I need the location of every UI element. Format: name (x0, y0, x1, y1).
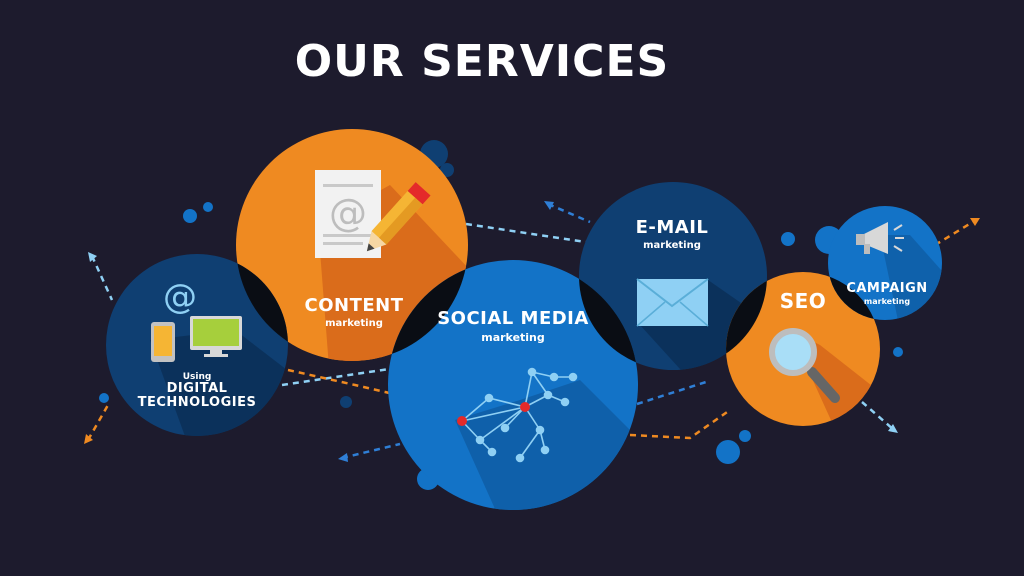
dot (183, 209, 197, 223)
document-pencil-icon: @ (315, 170, 431, 258)
campaign-label: CAMPAIGN marketing (841, 281, 933, 306)
seo-title: SEO (779, 289, 827, 313)
digital-label: Using DIGITAL TECHNOLOGIES (137, 372, 257, 410)
dot (203, 202, 213, 212)
connector-line (934, 218, 977, 247)
connector-line (465, 222, 593, 245)
campaign-title: CAMPAIGN (846, 281, 928, 296)
digital-line2: DIGITAL (166, 381, 228, 396)
campaign-subtitle: marketing (863, 297, 911, 306)
content-label: CONTENT marketing (292, 295, 416, 329)
at-devices-icon: @ (151, 277, 242, 362)
connector-line (90, 255, 114, 301)
arrow-head-icon (338, 453, 348, 462)
arrow-head-icon (970, 218, 980, 226)
email-title: E-MAIL (635, 217, 709, 238)
svg-text:@: @ (163, 277, 197, 317)
dot (893, 347, 903, 357)
connector-line (341, 442, 401, 460)
email-label: E-MAIL marketing (622, 217, 722, 251)
seo-label: SEO (763, 289, 843, 313)
dot (99, 393, 109, 403)
social-label: SOCIAL MEDIA marketing (428, 308, 598, 344)
dot (781, 232, 795, 246)
connector-lines (86, 202, 977, 460)
arrow-heads (84, 201, 980, 462)
magnifier-icon (769, 328, 840, 403)
connector-line (636, 380, 707, 406)
arrow-head-icon (88, 252, 97, 262)
svg-text:@: @ (329, 191, 367, 235)
network-icon (457, 367, 578, 463)
arrow-head-icon (544, 201, 554, 210)
connector-line (547, 202, 591, 224)
dot (340, 396, 352, 408)
digital-line1: Using (182, 372, 212, 382)
arrow-head-icon (84, 434, 93, 444)
dot (716, 440, 740, 464)
social-subtitle: marketing (481, 331, 545, 344)
email-subtitle: marketing (643, 240, 701, 251)
megaphone-icon (856, 222, 904, 254)
connector-line (86, 404, 110, 441)
social-title: SOCIAL MEDIA (437, 308, 589, 329)
connector-line (281, 366, 397, 387)
dot (440, 163, 454, 177)
dot (739, 430, 751, 442)
content-subtitle: marketing (325, 318, 383, 329)
connector-line (287, 368, 399, 397)
connector-line (629, 408, 731, 440)
arrow-head-icon (888, 424, 898, 433)
digital-line3: TECHNOLOGIES (137, 395, 257, 410)
content-title: CONTENT (304, 295, 404, 316)
page-title: OUR SERVICES (294, 36, 670, 87)
envelope-icon (636, 278, 709, 327)
connector-line (861, 401, 895, 431)
